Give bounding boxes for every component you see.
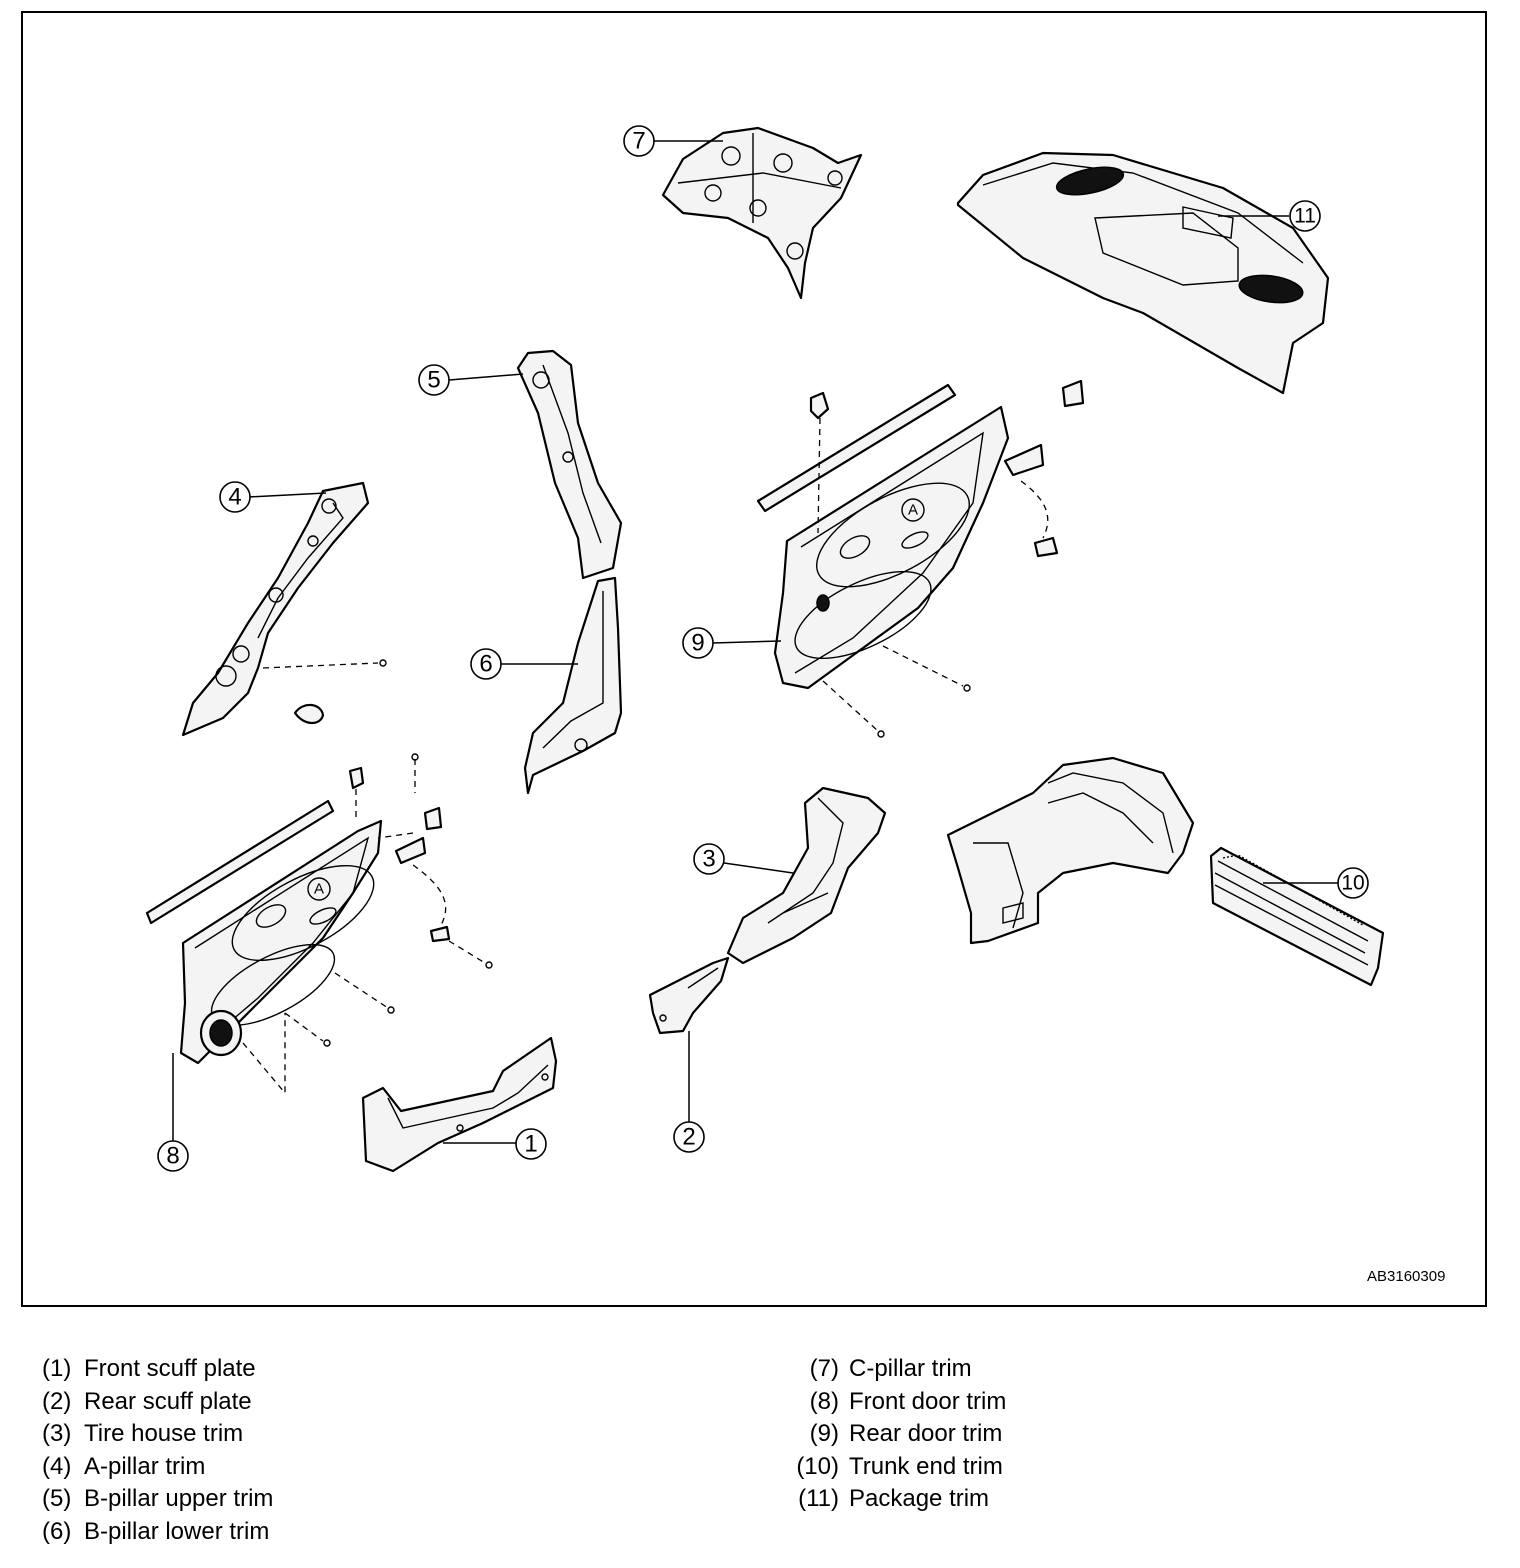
front-scuff-plate [361,1036,558,1173]
rear-bracket-lower [1033,536,1059,558]
b-pillar-upper-trim [516,349,623,580]
svg-text:7: 7 [632,128,645,155]
legend-item: (7)C-pillar trim [809,1355,972,1382]
exploded-parts-diagram: A A [145,125,1445,1285]
diagram-frame: A A [21,11,1487,1307]
legend-item: (10)Trunk end trim [796,1452,1003,1480]
callout-1: 1 [515,1128,547,1160]
svg-text:6: 6 [479,651,492,678]
callout-2: 2 [673,1121,705,1153]
callout-11: 11 [1289,200,1321,232]
legend-left: (1)Front scuff plate (2)Rear scuff plate… [42,1353,273,1549]
svg-text:11: 11 [1294,205,1316,228]
callout-10: 10 [1337,867,1369,899]
rear-scuff-plate [648,956,730,1035]
svg-text:3: 3 [702,846,715,873]
rear-door-handle [1003,443,1045,477]
svg-text:8: 8 [166,1143,179,1170]
rear-door-trim: A [773,405,1010,690]
a-pillar-trim [181,481,370,737]
legend-item: (9)Rear door trim [809,1420,1003,1448]
callout-5: 5 [418,364,450,396]
svg-text:4: 4 [228,484,241,511]
figure-code: AB3160309 [1367,1268,1445,1285]
marker-a-rear: A [908,502,918,519]
svg-text:2: 2 [682,1124,695,1151]
legend-item: (1)Front scuff plate [42,1355,256,1382]
svg-text:9: 9 [691,630,704,657]
rear-weatherstrip [756,383,957,513]
c-pillar-trim [661,126,863,300]
front-door-handle [394,836,427,865]
front-bracket-upper [423,806,443,831]
front-weatherstrip [145,799,335,925]
marker-a-front: A [314,881,324,898]
b-pillar-lower-trim [523,576,623,795]
tire-house-trim [726,786,887,965]
trunk-end-trim [1209,846,1385,987]
legend-item: (4)A-pillar trim [42,1452,206,1480]
callout-6: 6 [470,648,502,680]
tire-house-inner-trim [946,756,1195,945]
rear-bracket-upper [1061,379,1085,408]
legend-item: (2)Rear scuff plate [42,1387,252,1415]
legend-item: (6)B-pillar lower trim [42,1517,270,1545]
front-door-clip [348,766,365,790]
legend-item: (8)Front door trim [809,1387,1007,1415]
front-bracket-lower [429,925,451,943]
callout-4: 4 [219,481,251,513]
svg-text:1: 1 [524,1131,537,1158]
legend-item: (5)B-pillar upper trim [42,1485,274,1513]
legend-item: (3)Tire house trim [42,1420,244,1448]
legend-right: (7)C-pillar trim (8)Front door trim (9)R… [775,1353,1006,1516]
svg-text:10: 10 [1341,872,1364,895]
callout-7: 7 [623,125,655,157]
svg-text:5: 5 [427,367,440,394]
callout-8: 8 [157,1140,189,1172]
callout-3: 3 [693,843,725,875]
package-trim [956,151,1330,395]
front-door-trim: A [179,819,383,1065]
rear-door-clip [809,391,830,420]
callout-9: 9 [682,627,714,659]
legend-item: (11)Package trim [798,1485,990,1513]
